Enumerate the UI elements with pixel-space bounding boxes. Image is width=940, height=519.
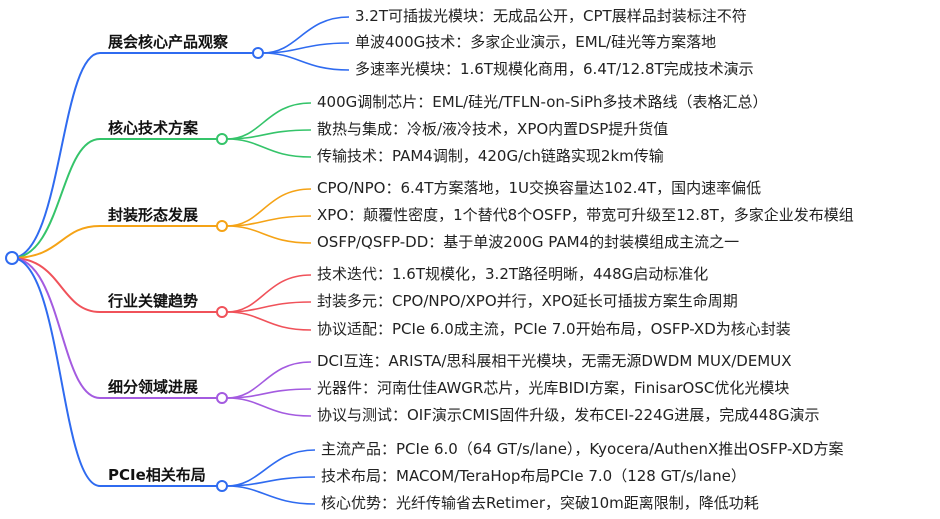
branch-connector: [11, 52, 253, 259]
branch-node[interactable]: 细分领域进展: [108, 378, 199, 396]
leaf-connector: [262, 52, 350, 71]
leaf-connector: [226, 397, 312, 417]
leaf-connector: [226, 129, 312, 140]
leaf-node[interactable]: 协议与测试：OIF演示CMIS固件升级，发布CEI-224G进展，完成448G演…: [317, 406, 820, 424]
branch-collapse-toggle[interactable]: [216, 392, 228, 404]
leaf-connector: [226, 138, 312, 158]
leaf-connector: [226, 274, 312, 313]
leaf-connector: [226, 388, 312, 399]
leaf-node[interactable]: OSFP/QSFP-DD：基于单波200G PAM4的封装模组成主流之一: [317, 233, 740, 251]
leaf-node[interactable]: 散热与集成：冷板/液冷技术，XPO内置DSP提升货值: [317, 120, 669, 138]
leaf-node[interactable]: XPO：颠覆性密度，1个替代8个OSFP，带宽可升级至12.8T，多家企业发布模…: [317, 206, 854, 224]
leaf-node[interactable]: 400G调制芯片：EML/硅光/TFLN-on-SiPh多技术路线（表格汇总）: [317, 93, 768, 111]
leaf-connector: [262, 16, 350, 54]
leaf-connector: [226, 225, 312, 244]
leaf-connector: [226, 485, 316, 505]
branch-collapse-toggle[interactable]: [252, 47, 264, 59]
leaf-connector: [226, 361, 312, 399]
branch-connector: [11, 138, 217, 259]
leaf-node[interactable]: 技术迭代：1.6T规模化，3.2T路径明晰，448G启动标准化: [317, 265, 709, 283]
root-node-toggle[interactable]: [5, 251, 19, 265]
branch-node[interactable]: 行业关键趋势: [108, 292, 199, 310]
leaf-connector: [226, 188, 312, 227]
leaf-connector: [226, 449, 316, 487]
leaf-node[interactable]: 封装多元：CPO/NPO/XPO并行，XPO延长可插拔方案生命周期: [317, 292, 738, 310]
leaf-node[interactable]: 光器件：河南仕佳AWGR芯片，光库BIDI方案，FinisarOSC优化光模块: [317, 379, 790, 397]
leaf-node[interactable]: 核心优势：光纤传输省去Retimer，突破10m距离限制，降低功耗: [321, 494, 759, 512]
leaf-connector: [226, 476, 316, 487]
leaf-node[interactable]: DCI互连：ARISTA/思科展相干光模块，无需无源DWDM MUX/DEMUX: [317, 352, 792, 370]
leaf-connector: [226, 102, 312, 140]
branch-node[interactable]: PCIe相关布局: [108, 466, 206, 484]
branch-connector: [11, 225, 217, 259]
leaf-node[interactable]: CPO/NPO：6.4T方案落地，1U交换容量达102.4T，国内速率偏低: [317, 179, 762, 197]
leaf-node[interactable]: 3.2T可插拔光模块：无成品公开，CPT展样品封装标注不符: [355, 7, 747, 25]
branch-connector: [11, 257, 217, 487]
branch-node[interactable]: 展会核心产品观察: [108, 33, 229, 51]
leaf-node[interactable]: 主流产品：PCIe 6.0（64 GT/s/lane），Kyocera/Auth…: [321, 440, 844, 458]
leaf-node[interactable]: 协议适配：PCIe 6.0成主流，PCIe 7.0开始布局，OSFP-XD为核心…: [317, 320, 791, 338]
leaf-connector: [226, 311, 312, 331]
leaf-node[interactable]: 传输技术：PAM4调制，420G/ch链路实现2km传输: [317, 147, 664, 165]
branch-connector: [11, 257, 217, 399]
branch-collapse-toggle[interactable]: [216, 133, 228, 145]
leaf-node[interactable]: 单波400G技术：多家企业演示，EML/硅光等方案落地: [355, 33, 717, 51]
branch-connector: [11, 257, 217, 313]
branch-collapse-toggle[interactable]: [216, 220, 228, 232]
leaf-node[interactable]: 多速率光模块：1.6T规模化商用，6.4T/12.8T完成技术演示: [355, 60, 754, 78]
leaf-node[interactable]: 技术布局：MACOM/TeraHop布局PCIe 7.0（128 GT/s/la…: [321, 467, 746, 485]
branch-collapse-toggle[interactable]: [216, 306, 228, 318]
branch-node[interactable]: 封装形态发展: [108, 206, 199, 224]
branch-collapse-toggle[interactable]: [216, 480, 228, 492]
branch-node[interactable]: 核心技术方案: [108, 119, 199, 137]
